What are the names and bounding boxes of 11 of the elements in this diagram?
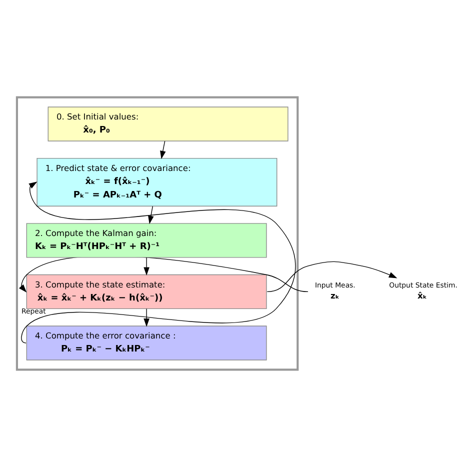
arrow bbox=[148, 206, 154, 224]
arrow bbox=[266, 260, 398, 292]
node-box: 1. Predict state & error covariance: x̂ₖ⁻ = f(x̂ₖ₋₁⁻) Pₖ⁻ = APₖ₋₁Aᵀ + Q bbox=[36, 157, 278, 206]
cluster bbox=[16, 96, 299, 370]
arrow bbox=[144, 256, 150, 276]
node-box: 2. Compute the Kalman gain: Kₖ = Pₖ⁻Hᵀ(HPₖ⁻Hᵀ + R)⁻¹ bbox=[26, 222, 267, 258]
arrow bbox=[144, 308, 150, 326]
node-box: 3. Compute the state estimate: x̂ₖ = x̂ₖ⁻ + Kₖ(zₖ − h(x̂ₖ⁻)) bbox=[26, 274, 267, 309]
node-box: 0. Set Initial values: x̂₀, P₀ bbox=[48, 106, 288, 141]
arrow bbox=[160, 140, 166, 159]
node-box: 4. Compute the error covariance : Pₖ = Pₖ⁻ − KₖHPₖ⁻ bbox=[26, 325, 267, 360]
